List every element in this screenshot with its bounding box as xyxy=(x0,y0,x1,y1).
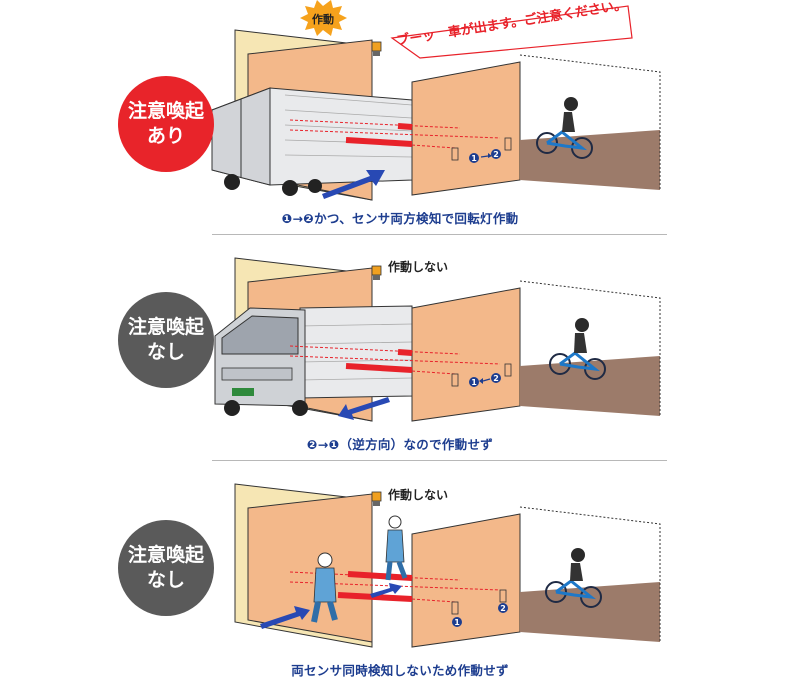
right-gate-wall xyxy=(411,61,521,196)
left-gate-wall xyxy=(247,493,373,643)
sensor-head-icon xyxy=(451,601,459,615)
alert-badge: 注意喚起 あり xyxy=(118,76,214,172)
status-label: 作動しない xyxy=(388,488,449,502)
panel-caption: ❷→❶（逆方向）なので作動せず xyxy=(306,437,494,452)
sensor-a-label: 1 xyxy=(471,154,477,163)
sensor-b-label: 2 xyxy=(500,604,506,613)
badge-line2: あり xyxy=(146,125,185,147)
sensor-b-marker xyxy=(498,603,508,613)
sidewalk xyxy=(520,356,660,416)
walk-direction-arrow xyxy=(370,583,402,598)
sensor-a-marker xyxy=(452,617,462,627)
alert-badge: 注意喚起 なし xyxy=(118,520,214,616)
walk-direction-arrow xyxy=(260,606,310,629)
right-gate-wall xyxy=(411,287,521,422)
truck-direction-arrow xyxy=(322,170,385,199)
sensor-b-label: 2 xyxy=(493,150,499,159)
worker-icon xyxy=(311,552,338,623)
sensor-head-icon xyxy=(451,147,459,161)
sensor-head-icon xyxy=(504,137,512,151)
sensor-b-marker xyxy=(491,373,501,383)
sensor-head-icon xyxy=(499,589,507,603)
panel-divider xyxy=(212,234,667,235)
right-gate-wall xyxy=(411,513,521,648)
sensor-a-marker xyxy=(469,153,479,163)
sensor-head-icon xyxy=(451,373,459,387)
badge-line1: 注意喚起 xyxy=(127,316,204,338)
panel-alert-off-reverse: 1 2 注意喚起 なし 作動しない ❷→❶（逆方向）なので作動せず xyxy=(0,236,800,458)
rotating-light-icon xyxy=(371,265,382,280)
sensor-head-icon xyxy=(504,363,512,377)
panel-caption: ❶→❷かつ、センサ両方検知で回転灯作動 xyxy=(281,211,519,226)
scene-pedestrians: 1 2 xyxy=(234,483,661,648)
cyclist-icon xyxy=(536,97,593,159)
truck-direction-arrow xyxy=(338,397,390,420)
truck-icon xyxy=(211,87,413,196)
sensor-a-marker xyxy=(469,377,479,387)
announcement-bubble xyxy=(390,5,633,59)
sidewalk xyxy=(520,582,660,642)
status-label: 作動しない xyxy=(388,260,449,274)
sensor-b-marker xyxy=(491,149,501,159)
panel-alert-off-pedestrians: 1 2 注意喚起 なし 作動しない 両センサ同 xyxy=(0,462,800,686)
badge-line2: なし xyxy=(146,569,185,591)
sidewalk xyxy=(520,130,660,190)
sensor-a-label: 1 xyxy=(454,618,460,627)
sensor-beams xyxy=(289,345,501,375)
sensor-a-label: 1 xyxy=(471,378,477,387)
scene-truck-entering: 1 2 xyxy=(214,257,661,422)
scene-truck-reversing-out: 1 2 xyxy=(211,0,661,201)
badge-line1: 注意喚起 xyxy=(127,100,204,122)
cyclist-icon xyxy=(545,548,602,608)
badge-line1: 注意喚起 xyxy=(127,544,204,566)
cyclist-icon xyxy=(549,318,606,380)
badge-line2: なし xyxy=(146,341,185,363)
truck-icon xyxy=(214,305,413,416)
sensor-beams xyxy=(289,119,501,149)
panel-caption: 両センサ同時検知しないため作動せず xyxy=(291,663,509,678)
status-label: 作動 xyxy=(312,13,334,26)
alert-burst-icon xyxy=(300,0,347,36)
rotating-light-icon xyxy=(371,41,382,56)
sensor-b-label: 2 xyxy=(493,374,499,383)
panel-divider xyxy=(212,460,667,461)
panel-alert-on: 1 2 注意喚起 あり 作動 ブーッ 車が出ます。ご注意ください。 ❶→❷かつ、… xyxy=(0,0,800,230)
alert-badge: 注意喚起 なし xyxy=(118,292,214,388)
rotating-light-icon xyxy=(371,491,382,506)
worker-icon xyxy=(385,515,408,581)
